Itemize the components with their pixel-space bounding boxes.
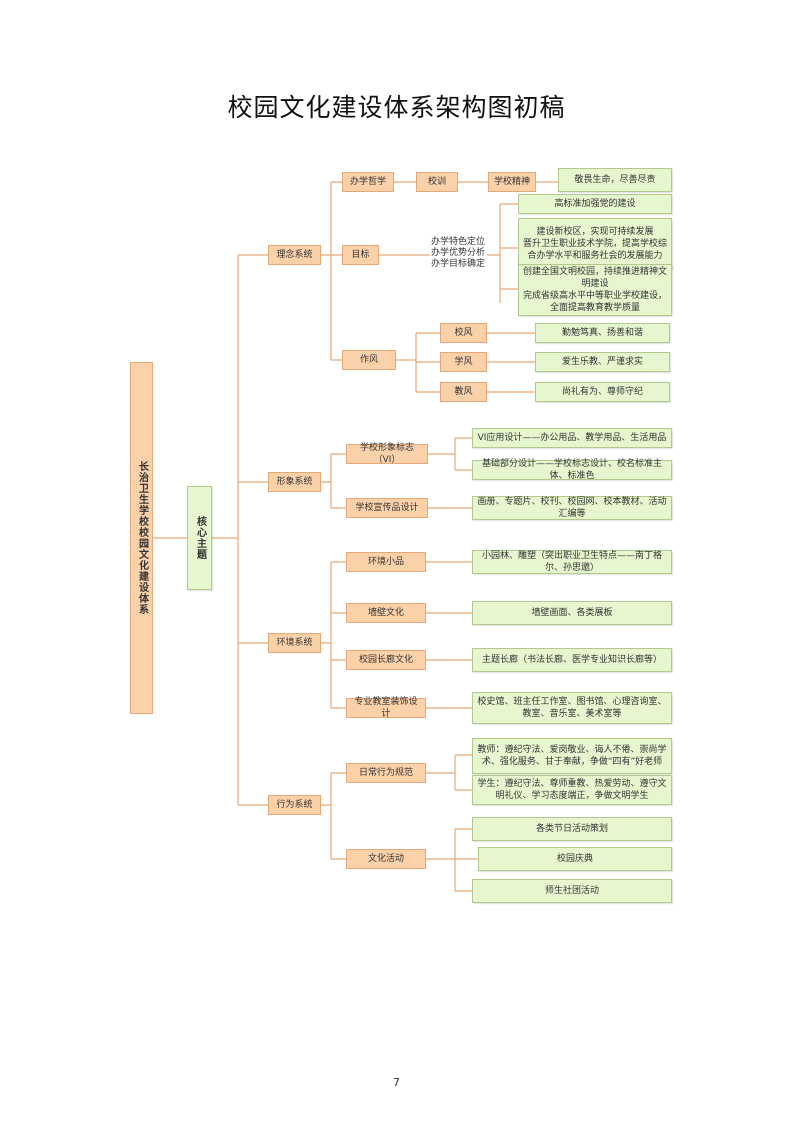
node-xuexiao-jingshen: 学校精神 xyxy=(488,172,536,192)
node-xuefeng: 学风 xyxy=(440,352,487,372)
vi-text-2: 基础部分设计——学校标志设计、校名标准主体、标准色 xyxy=(472,459,672,481)
huodong-text-2: 校园庆典 xyxy=(478,847,672,871)
xiaofeng-text: 勤勉笃真、扬善和谐 xyxy=(535,323,670,343)
xuanchuanpin-text: 画册、专题片、校刊、校园网、校本教材、活动汇编等 xyxy=(472,496,672,520)
huodong-text-1: 各类节日活动策划 xyxy=(472,817,672,841)
changlang-wenhua-text: 主题长廊（书法长廊、医学专业知识长廊等） xyxy=(472,648,672,672)
node-richang-guifan: 日常行为规范 xyxy=(346,763,426,783)
node-xiaofeng: 校风 xyxy=(440,323,487,343)
system-xingxiang: 形象系统 xyxy=(268,472,321,492)
system-huanjing: 环境系统 xyxy=(268,633,321,653)
node-banxue-zhexue: 办学哲学 xyxy=(342,172,394,192)
node-xuanchuanpin: 学校宣传品设计 xyxy=(346,498,428,518)
jiaoshi-zhuangshi-text: 校史馆、班主任工作室、图书馆、心理咨询室、教室、音乐室、美术室等 xyxy=(472,692,672,724)
mubiao-item-1: 高标准加强党的建设 xyxy=(518,194,672,214)
node-mubiao: 目标 xyxy=(342,245,379,265)
teacher-norm-text: 教师：遵纪守法、爱岗敬业、诲人不倦、崇尚学术、强化服务、甘于奉献，争做“四有”好… xyxy=(472,738,672,774)
mubiao-item-3: 创建全国文明校园，持续推进精神文明建设 完成省级高水平中等职业学校建设，全面提高… xyxy=(518,264,672,316)
node-xiaoxun: 校训 xyxy=(416,172,458,192)
page-title: 校园文化建设体系架构图初稿 xyxy=(227,93,566,122)
node-qiangbi-wenhua: 墙壁文化 xyxy=(346,603,426,623)
node-jiaofeng: 教风 xyxy=(440,382,487,402)
node-jiaoshi-zhuangshi: 专业教室装饰设计 xyxy=(346,697,426,719)
mubiao-item-2: 建设新校区，实现可持续发展 晋升卫生职业技术学院，提高学校综合办学水平和服务社会… xyxy=(518,218,672,270)
node-huanjing-xiaopin: 环境小品 xyxy=(346,552,426,572)
student-norm-text: 学生：遵纪守法、尊师重教、热爱劳动、遵守文明礼仪、学习态度端正，争做文明学生 xyxy=(472,775,672,805)
mubiao-mid-text: 办学特色定位 办学优势分析 办学目标确定 xyxy=(430,237,485,269)
huanjing-xiaopin-text: 小园林、雕塑（突出职业卫生特点——南丁格尔、孙思邈） xyxy=(472,550,672,574)
vi-text-1: VI应用设计——办公用品、教学用品、生活用品 xyxy=(472,428,672,448)
root-node: 长治卫生学校校园文化建设体系 xyxy=(130,362,153,714)
xuefeng-text: 爱生乐教、严谨求实 xyxy=(535,352,670,372)
core-theme-node: 核心主题 xyxy=(187,486,212,590)
qiangbi-wenhua-text: 墙壁画面、各类展板 xyxy=(472,601,672,625)
node-changlang-wenhua: 校园长廊文化 xyxy=(346,650,426,670)
huodong-text-3: 师生社团活动 xyxy=(472,879,672,903)
page-number: 7 xyxy=(393,1076,400,1089)
motto-text: 敬畏生命，尽善尽责 xyxy=(558,168,672,192)
node-vi: 学校形象标志（VI） xyxy=(346,443,428,465)
node-wenhua-huodong: 文化活动 xyxy=(346,849,426,869)
system-linian: 理念系统 xyxy=(268,245,321,265)
node-zuofeng: 作风 xyxy=(342,350,396,370)
jiaofeng-text: 尚礼有为、尊师守纪 xyxy=(535,382,670,402)
system-xingwei: 行为系统 xyxy=(268,795,321,815)
